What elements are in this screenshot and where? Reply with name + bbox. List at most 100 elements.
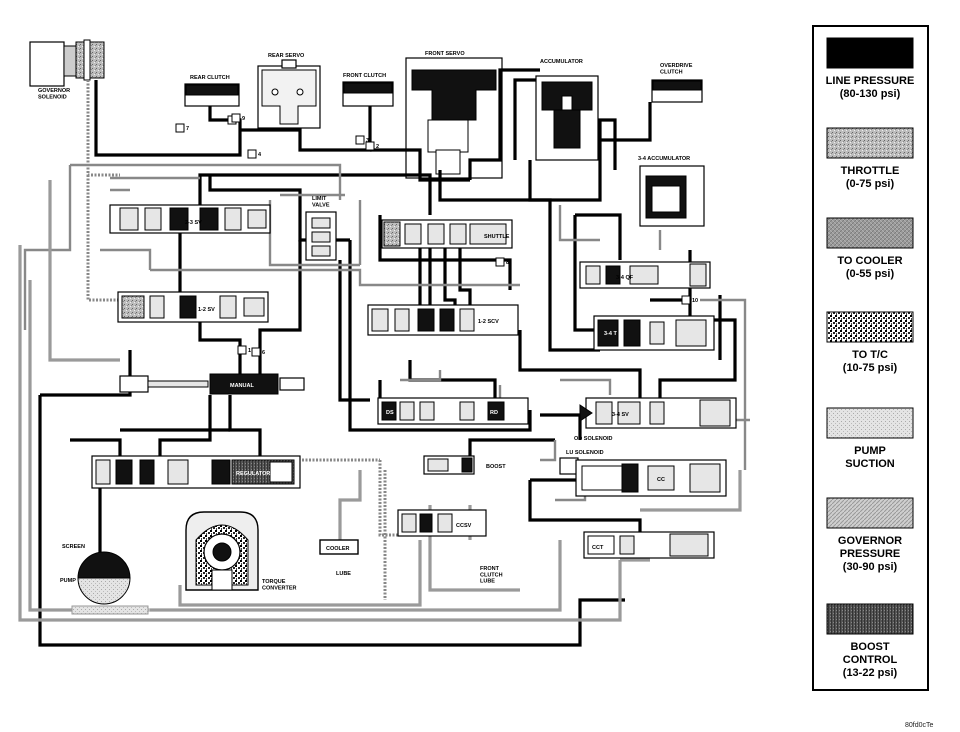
od-solenoid-label: OD SOLENOID <box>574 436 613 442</box>
pump-label: PUMP <box>60 578 76 584</box>
rear-servo: REAR SERVO <box>257 53 321 129</box>
check-ball-1 <box>237 345 247 355</box>
legend-label-throttle: THROTTLE(0-75 psi) <box>841 165 900 190</box>
cct-valve: CCT <box>583 531 715 559</box>
valve-3-4-t: 3-4 T <box>593 315 715 351</box>
manual-valve: MANUAL <box>119 373 305 395</box>
manual-label: MANUAL <box>230 383 254 389</box>
front-servo: FRONT SERVO <box>405 51 503 179</box>
legend-item-cooler: TO COOLER(0-55 psi) <box>826 217 914 280</box>
check-ball-label-8: 8 <box>506 260 509 266</box>
lube-label: LUBE <box>336 571 351 577</box>
regulator-valve: REGULATOR <box>91 455 301 489</box>
check-ball-label-2: 2 <box>376 144 379 150</box>
valve-3-4-t-label: 3-4 T <box>604 331 617 337</box>
check-ball-label-6: 6 <box>262 350 265 356</box>
check-ball-3 <box>355 135 365 145</box>
check-ball-10 <box>681 295 691 305</box>
valve-1-2-sv: 1-2 SV <box>117 291 269 323</box>
rear-clutch-label: REAR CLUTCH <box>190 75 230 81</box>
legend-label-tc: TO T/C(10-75 psi) <box>843 349 898 374</box>
accumulator-34-label: 3-4 ACCUMULATOR <box>638 156 690 162</box>
regulator-label: REGULATOR <box>236 471 270 477</box>
legend-swatch-tc <box>826 311 914 343</box>
legend-item-tc: TO T/C(10-75 psi) <box>826 311 914 374</box>
cct-label: CCT <box>592 545 604 551</box>
check-ball-label-4: 4 <box>258 152 262 158</box>
accumulator-34: 3-4 ACCUMULATOR <box>638 156 705 227</box>
shuttle-valve: SHUTTLE <box>381 219 513 249</box>
cooler-label: COOLER <box>326 546 350 552</box>
check-ball-6 <box>251 347 261 357</box>
check-ball-9 <box>231 113 241 123</box>
rear-clutch: REAR CLUTCH <box>184 75 240 107</box>
front-servo-label: FRONT SERVO <box>425 51 465 57</box>
ccsv-label: CCSV <box>456 523 472 529</box>
legend-swatch-cooler <box>826 217 914 249</box>
legend-label-cooler: TO COOLER(0-55 psi) <box>837 255 902 280</box>
pump-suction-circuit <box>71 605 150 615</box>
check-ball-label-10: 10 <box>692 298 698 304</box>
check-ball-8 <box>495 257 505 267</box>
valve-2-3-sv: 2-3 SV <box>109 204 271 234</box>
shuttle-label: SHUTTLE <box>484 234 510 240</box>
check-balls: 12345678910 <box>175 113 698 357</box>
accumulator: ACCUMULATOR <box>535 59 599 161</box>
valve-1-2-scv-label: 1-2 SCV <box>478 319 499 325</box>
ds-label: DS <box>386 410 394 416</box>
cc-valve: LU SOLENOID CC <box>559 450 727 497</box>
legend-item-throttle: THROTTLE(0-75 psi) <box>826 127 914 190</box>
check-ball-2 <box>365 141 375 151</box>
cooler-box: COOLER LUBE <box>319 539 359 577</box>
valve-3-4-sv-label: 3-4 SV <box>612 412 629 418</box>
legend-swatch-throttle <box>826 127 914 159</box>
valve-2-3-sv-label: 2-3 SV <box>185 220 202 226</box>
accumulator-label: ACCUMULATOR <box>540 59 583 65</box>
legend-swatch-governor <box>826 497 914 529</box>
boost-label: BOOST <box>486 464 506 470</box>
legend-item-line: LINE PRESSURE(80-130 psi) <box>826 37 915 100</box>
legend-label-line: LINE PRESSURE(80-130 psi) <box>826 75 915 100</box>
front-clutch: FRONT CLUTCH <box>342 73 394 107</box>
cc-label: CC <box>657 477 665 483</box>
valve-1-2-sv-label: 1-2 SV <box>198 307 215 313</box>
governor-circuits <box>86 80 400 600</box>
valve-3-4-qf-label: 3-4 QF <box>616 275 634 281</box>
boost-valve: BOOST <box>423 455 506 475</box>
rd-label: RD <box>490 410 498 416</box>
pump: SCREEN PUMP <box>60 544 131 605</box>
check-ball-label-1: 1 <box>248 348 251 354</box>
valve-3-4-qf: 3-4 QF <box>579 261 711 289</box>
check-ball-label-7: 7 <box>186 126 189 132</box>
valve-rd-ds: DS RD <box>377 397 529 425</box>
rear-servo-label: REAR SERVO <box>268 53 305 59</box>
legend-swatch-suction <box>826 407 914 439</box>
ccsv-valve: CCSV <box>397 509 487 537</box>
valve-3-4-sv: 3-4 SV OD SOLENOID <box>574 397 737 442</box>
screen-label: SCREEN <box>62 544 85 550</box>
lu-solenoid-label: LU SOLENOID <box>566 450 604 456</box>
legend-swatch-line <box>826 37 914 69</box>
check-ball-7 <box>175 123 185 133</box>
check-ball-4 <box>247 149 257 159</box>
check-ball-label-3: 3 <box>366 138 369 144</box>
check-ball-label-9: 9 <box>242 116 245 122</box>
front-clutch-label: FRONT CLUTCH <box>343 73 386 79</box>
legend-panel: LINE PRESSURE(80-130 psi) THROTTLE(0-75 p… <box>812 25 929 691</box>
